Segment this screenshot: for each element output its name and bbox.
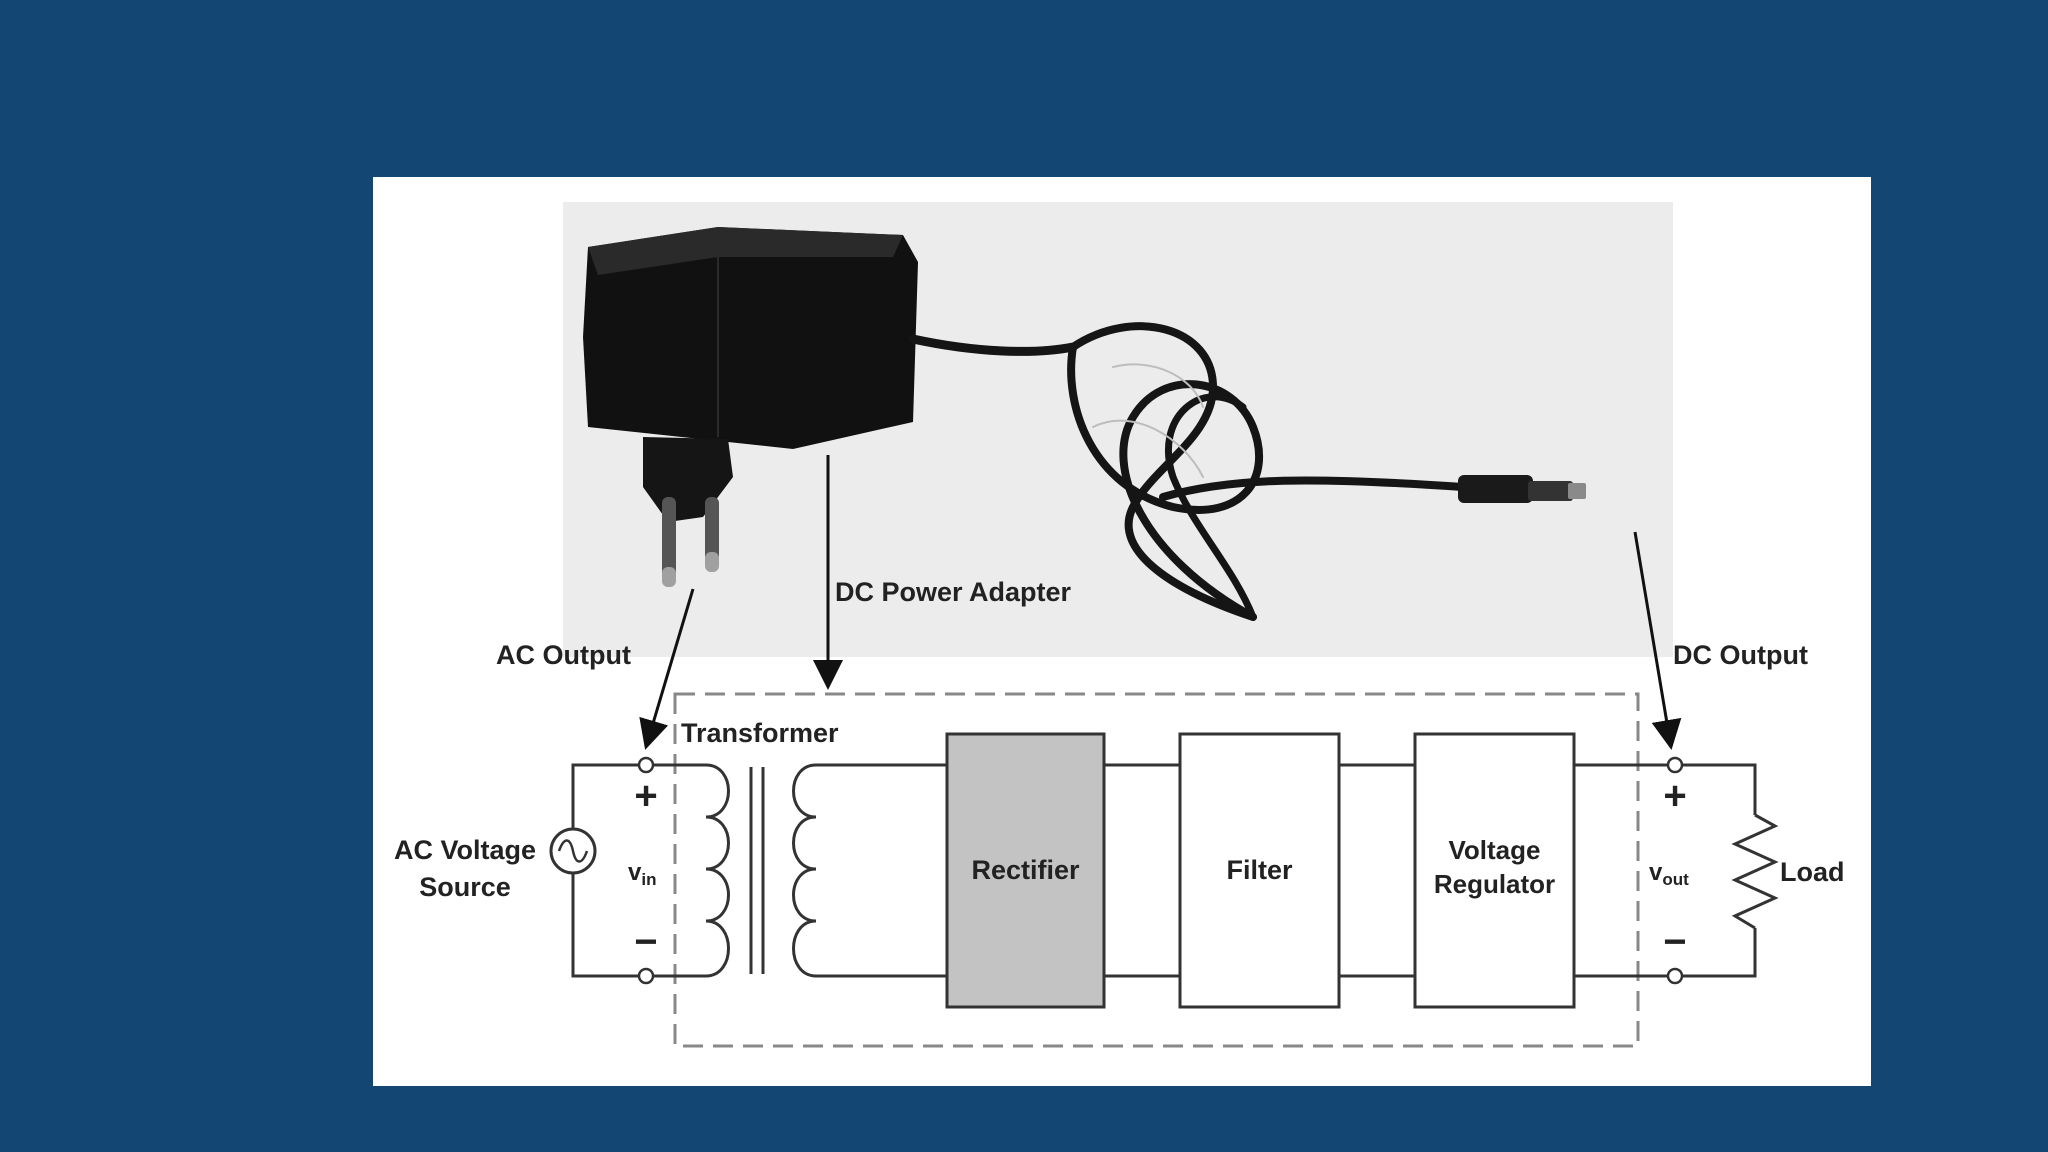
vout-plus-sign: + (1663, 774, 1686, 818)
ac-source-icon (549, 827, 597, 875)
voltage-regulator-box (1413, 732, 1576, 1009)
ac-voltage-source-label-2: Source (419, 872, 511, 902)
filter-label: Filter (1226, 855, 1293, 885)
voltage-regulator-label-2: Regulator (1434, 869, 1555, 899)
ac-voltage-source-label-1: AC Voltage (394, 835, 536, 865)
vin-plus-terminal (637, 756, 655, 774)
ac-output-arrow (639, 588, 695, 750)
power-adapter-diagram: DC Power Adapter AC Output DC Output (394, 202, 1845, 1048)
load-label: Load (1780, 857, 1845, 887)
adapter-cable (908, 322, 1467, 621)
vout-minus-terminal (1666, 967, 1684, 985)
filter-block: Filter (1178, 732, 1341, 1009)
dc-power-adapter-label: DC Power Adapter (835, 577, 1072, 607)
vin-minus-sign: − (634, 920, 657, 964)
vout-label: vout (1649, 859, 1689, 889)
rectifier-box (945, 732, 1106, 1009)
adapter-photo (563, 202, 1673, 657)
rectifier-block: Rectifier (945, 732, 1106, 1009)
dc-output-label: DC Output (1673, 640, 1808, 670)
adapter-boundary (673, 692, 1640, 1048)
vout-minus-sign: − (1663, 920, 1686, 964)
rectifier-label: Rectifier (971, 855, 1080, 885)
transformer-symbol (705, 763, 817, 978)
dc-output-arrow (1633, 531, 1682, 750)
circuit-wires (571, 763, 1757, 978)
transformer-label: Transformer (681, 718, 839, 748)
plug-pins (662, 497, 719, 587)
dc-plug (1458, 475, 1586, 503)
diagram-card: DC Power Adapter AC Output DC Output (373, 177, 1871, 1086)
voltage-regulator-block: Voltage Regulator (1413, 732, 1576, 1009)
vout-plus-terminal (1666, 756, 1684, 774)
ac-output-label: AC Output (496, 640, 631, 670)
vin-minus-terminal (637, 967, 655, 985)
load-resistor-icon (1731, 813, 1779, 930)
filter-box (1178, 732, 1341, 1009)
vin-plus-sign: + (634, 774, 657, 818)
voltage-regulator-label-1: Voltage (1449, 835, 1541, 865)
vin-label: vin (628, 859, 656, 889)
